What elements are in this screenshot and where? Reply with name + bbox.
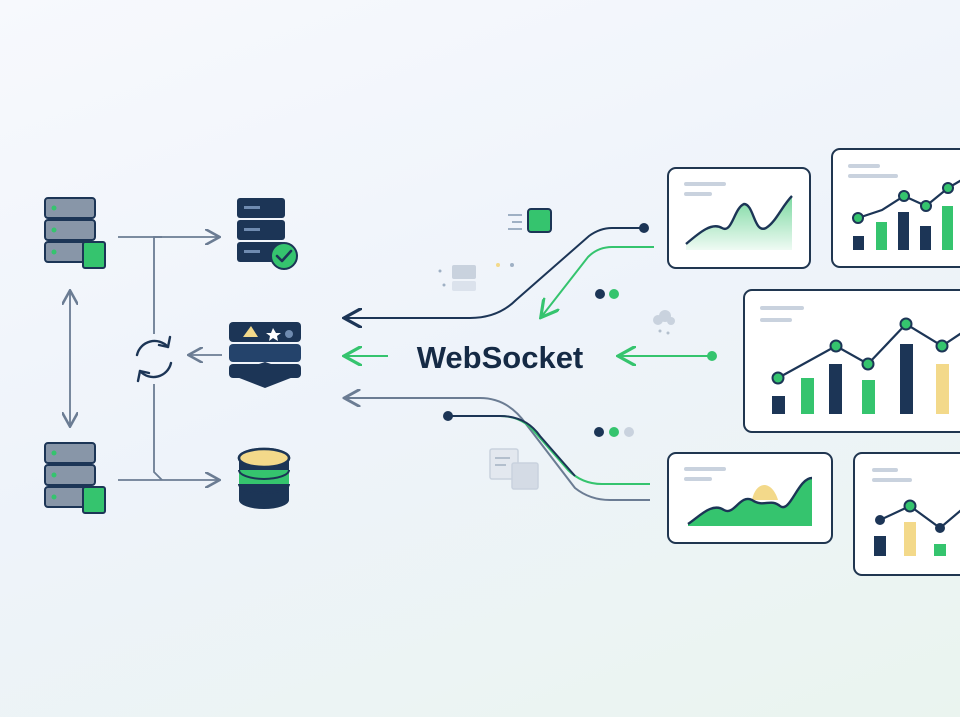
dashboard-card-bar-large bbox=[743, 289, 960, 433]
center-connectors bbox=[346, 223, 717, 501]
endpoint-dot bbox=[443, 411, 453, 421]
endpoint-dot bbox=[707, 351, 717, 361]
dashboard-card-area-top bbox=[667, 167, 811, 269]
document-pages-icon bbox=[489, 448, 539, 490]
database-icon bbox=[237, 447, 291, 509]
incoming-line-top bbox=[346, 227, 640, 318]
area-fill bbox=[686, 196, 792, 250]
cloud-icon bbox=[653, 310, 675, 335]
navy-flow-bottom bbox=[450, 415, 576, 477]
status-dots bbox=[594, 289, 634, 437]
message-note-icon bbox=[508, 208, 552, 233]
sync-connector-top bbox=[153, 236, 162, 334]
outgoing-line-bottom bbox=[346, 398, 650, 501]
dashboard-card-bar-top-right bbox=[831, 148, 960, 268]
document-stack-icon bbox=[438, 263, 514, 291]
area-line bbox=[685, 195, 793, 245]
green-flow-top bbox=[542, 246, 654, 316]
dashboard-card-area-bottom bbox=[667, 452, 833, 544]
left-connectors bbox=[70, 237, 222, 480]
server-rack-icon bbox=[44, 197, 106, 269]
sync-connector-bottom bbox=[153, 384, 163, 481]
server-rack-icon bbox=[44, 442, 106, 514]
server-check-icon bbox=[237, 198, 298, 270]
websocket-label: WebSocket bbox=[417, 340, 584, 375]
refresh-icon bbox=[135, 335, 173, 383]
dashboard-card-bar-bottom-right bbox=[853, 452, 960, 576]
endpoint-dot bbox=[639, 223, 649, 233]
layered-stack-icon bbox=[229, 322, 301, 388]
green-flow-bottom bbox=[450, 415, 650, 485]
